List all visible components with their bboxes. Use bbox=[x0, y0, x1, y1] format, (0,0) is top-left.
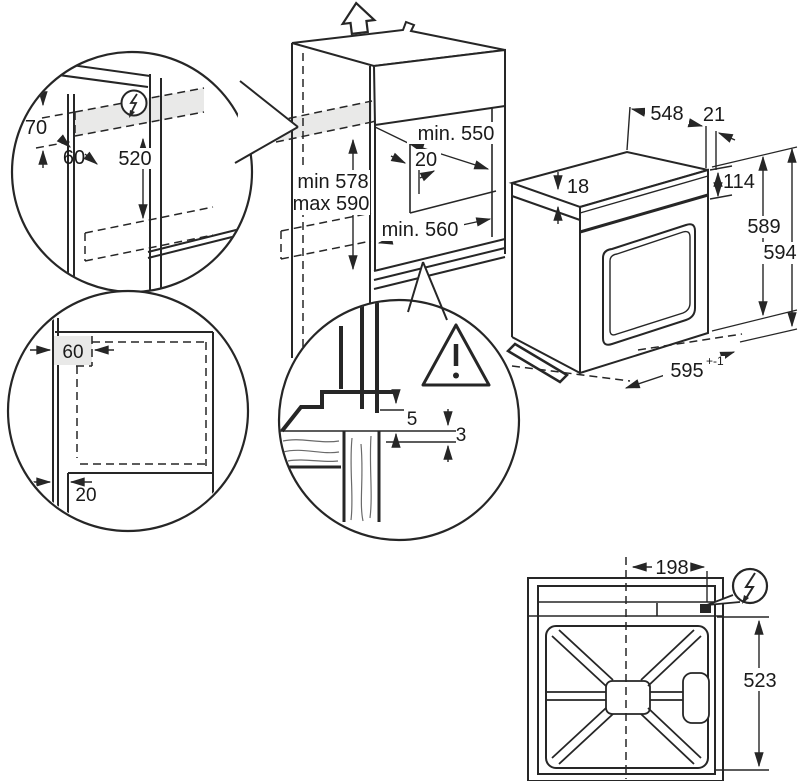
detail-recess-callout: 70 60 520 bbox=[10, 50, 299, 294]
dim-label-connection-depth: 523 bbox=[743, 670, 776, 692]
dim-arrow-550 bbox=[408, 143, 490, 170]
topview-fan-housing bbox=[682, 672, 710, 724]
dim-label-width: 595 bbox=[670, 360, 703, 382]
panel-edges bbox=[342, 431, 381, 522]
lightning-bolt-icon bbox=[129, 93, 138, 114]
dim-extension-523 bbox=[715, 616, 769, 771]
detail-circle bbox=[10, 50, 254, 294]
dim-label-niche-rear-clearance: 20 bbox=[415, 149, 437, 171]
detail-circle bbox=[277, 298, 521, 542]
oven-door-window-outer bbox=[602, 223, 696, 346]
oven-door-top-line bbox=[579, 175, 709, 214]
lightning-bolt-icon bbox=[744, 572, 756, 601]
dim-label-niche-height-max: max 590 bbox=[293, 193, 370, 215]
dim-label-niche-height-min: min 578 bbox=[297, 171, 368, 193]
oven-control-band bbox=[579, 193, 709, 234]
dim-label-panel-height: 114 bbox=[723, 171, 755, 193]
dim-label-oven-depth: 548 bbox=[650, 103, 683, 125]
dim-extension-lines-top bbox=[626, 106, 717, 170]
detail-gap-callout: 5 3 bbox=[277, 298, 521, 542]
oven-floor-dashed bbox=[511, 333, 743, 382]
dim-label-niche-depth-top: min. 550 bbox=[418, 123, 495, 145]
dim-label-body-height: 589 bbox=[747, 216, 780, 238]
dim-label-recess-height: 70 bbox=[25, 117, 47, 139]
rear-offset-shaded bbox=[54, 336, 92, 365]
right-wall-lines bbox=[149, 74, 162, 291]
wood-grain bbox=[282, 435, 372, 522]
lower-shelf-dashed bbox=[84, 206, 214, 262]
detail-gap-content: 5 3 bbox=[280, 301, 491, 522]
oven-door-window-inner bbox=[609, 230, 691, 336]
top-view-drawing: 198 523 bbox=[527, 557, 780, 781]
dim-extension-lines-heights bbox=[711, 146, 798, 343]
cabinet-shelf-front-edges bbox=[373, 238, 506, 290]
lightning-bolt-tip bbox=[129, 110, 135, 118]
callout-beak bbox=[234, 80, 299, 164]
plinth-lines bbox=[67, 472, 213, 514]
dim-arrow-60a bbox=[56, 134, 71, 148]
oven-outline-dashed bbox=[76, 336, 206, 465]
dim-arrow-20a bbox=[390, 152, 407, 164]
lightning-bolt-tip bbox=[742, 595, 749, 604]
oven-drawing: 548 21 18 114 589 594 595 +-1 bbox=[505, 103, 800, 389]
detail-recess-content: 70 60 520 bbox=[13, 56, 241, 291]
cabinet-drawing: min. 550 20 min 578 max 590 min. 560 bbox=[275, 1, 506, 358]
dim-label-connection-offset: 198 bbox=[655, 557, 688, 579]
topview-center-plate bbox=[605, 680, 651, 715]
dim-label-upper-gap: 5 bbox=[407, 409, 418, 430]
detail-side-callout: 60 20 bbox=[6, 289, 250, 533]
warning-exclamation-dot bbox=[453, 372, 459, 379]
dim-label-niche-depth-bottom: min. 560 bbox=[382, 219, 459, 241]
callout-beak-mask bbox=[235, 81, 298, 163]
dim-label-plinth-offset: 20 bbox=[75, 485, 96, 506]
cabinet-side-outline bbox=[52, 318, 214, 520]
dim-label-top-gap: 18 bbox=[567, 176, 589, 198]
left-wall-lines bbox=[67, 94, 75, 291]
callout-wedge-mask bbox=[410, 262, 444, 310]
insert-direction-up-arrow-icon bbox=[340, 1, 377, 36]
dim-arrow-21 bbox=[717, 132, 736, 143]
topview-braces bbox=[546, 629, 702, 765]
dim-label-width-tolerance: +-1 bbox=[706, 354, 724, 368]
dim-label-lower-gap: 3 bbox=[456, 425, 467, 446]
dim-extension-lines bbox=[374, 126, 420, 194]
dim-label-recess-depth: 60 bbox=[63, 147, 85, 169]
oven-left-side bbox=[511, 183, 581, 374]
callout-beak bbox=[706, 594, 741, 606]
dim-label-door-depth: 21 bbox=[703, 104, 725, 126]
dim-label-overall-height: 594 bbox=[763, 242, 796, 264]
dim-label-recess-width: 520 bbox=[118, 148, 151, 170]
cabinet-recess-shaded bbox=[276, 101, 372, 142]
oven-foot bbox=[505, 342, 570, 384]
callout-wedge-lines bbox=[407, 261, 448, 321]
topview-connection-box bbox=[700, 604, 711, 613]
support-bracket-section bbox=[280, 390, 396, 433]
oven-top-underside bbox=[511, 195, 581, 221]
dim-arrow-60b bbox=[83, 151, 98, 165]
lower-shelf-solid bbox=[147, 228, 241, 259]
dim-label-rear-offset: 60 bbox=[62, 342, 83, 363]
dim-arrow-20b bbox=[419, 170, 436, 182]
